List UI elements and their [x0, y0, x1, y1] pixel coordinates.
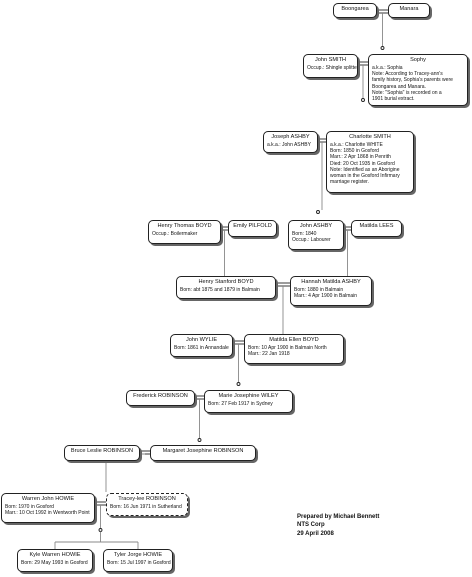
person-detail: Born: 27 Feb 1917 in Sydney [208, 401, 273, 407]
person-name: Tyler Jorge HOWIE [113, 552, 163, 558]
person-box-matilda-ellen-boyd[interactable]: Matilda Ellen BOYD Born: 10 Apr 1900 in … [244, 334, 344, 364]
person-name: Matilda LEES [359, 223, 394, 229]
person-name: Henry Stanford BOYD [198, 279, 254, 285]
person-detail: family history, Sophia's parents were [372, 77, 453, 84]
person-detail: Boongarea and Manara. [372, 83, 426, 90]
person-detail: Occup.: Labourer [292, 237, 331, 244]
person-box-kyle-warren-howie[interactable]: Kyle Warren HOWIE Born: 29 May 1993 in G… [17, 549, 93, 572]
descent-node [197, 438, 202, 442]
person-box-warren-john-howie[interactable]: Warren John HOWIE Born: 1970 in Gosford … [1, 493, 95, 523]
person-name: Charlotte SMITH [349, 134, 391, 140]
person-box-charlotte-smith[interactable]: Charlotte SMITH a.k.a.: Charlotte WHITE … [326, 131, 414, 193]
person-detail: Marr.: 2 Apr 1868 in Penrith [330, 154, 391, 161]
person-name: John SMITH [314, 57, 347, 63]
person-detail: Born: 10 Apr 1900 in Balmain North [248, 345, 327, 351]
person-detail: Marr.: 4 Apr 1900 in Balmain [294, 293, 358, 300]
person-name: Sophy [410, 57, 426, 63]
credit-author: Prepared by Michael Bennett [297, 514, 380, 520]
person-detail: Occup.: Boilermaker [152, 231, 198, 237]
prepared-by-credit: Prepared by Michael Bennett NTS Corp 29 … [297, 513, 379, 538]
person-name: Hannah Matilda ASHBY [301, 279, 361, 285]
person-box-manara[interactable]: Manara [388, 3, 430, 18]
person-detail: Born: 15 Jul 1997 in Gosford [107, 560, 171, 566]
descent-node [98, 528, 103, 532]
person-detail: a.k.a.: John ASHBY [267, 142, 311, 148]
person-box-joseph-ashby[interactable]: Joseph ASHBY a.k.a.: John ASHBY [263, 131, 318, 153]
person-detail: Occup.: Shingle splitter [307, 65, 358, 71]
person-box-margaret-josephine-robinson[interactable]: Margaret Josephine ROBINSON [150, 445, 256, 461]
person-detail: a.k.a.: Charlotte WHITE [330, 142, 383, 148]
person-name: Manara [399, 6, 419, 12]
person-box-john-ashby[interactable]: John ASHBY Born: 1840 Occup.: Labourer [288, 220, 344, 250]
person-detail: Note: Identified as an Aborigine [330, 166, 400, 173]
person-name: Emily PILFOLD [233, 223, 272, 229]
person-detail: Born: 1840 [292, 231, 317, 237]
person-detail: Born: 1850 in Gosford [330, 148, 379, 155]
person-box-henry-stanford-boyd[interactable]: Henry Stanford BOYD Born: abt 1875 and 1… [176, 276, 276, 299]
person-box-tyler-jorge-howie[interactable]: Tyler Jorge HOWIE Born: 15 Jul 1997 in G… [103, 549, 173, 572]
person-box-john-wylie[interactable]: John WYLIE Born: 1861 in Annandale [170, 334, 233, 357]
person-detail: Born: 1861 in Annandale [174, 345, 229, 351]
person-detail: Born: 29 May 1993 in Gosford [21, 560, 88, 566]
descent-node [316, 210, 320, 214]
person-box-frederick-robinson[interactable]: Frederick ROBINSON [126, 390, 195, 406]
person-name: Kyle Warren HOWIE [29, 552, 81, 558]
person-box-boongarea[interactable]: Boongarea [333, 3, 377, 18]
person-detail: Born: 1970 in Gosford [5, 504, 54, 510]
person-name: John WYLIE [185, 337, 218, 343]
person-name: Marie Josephine WILEY [218, 393, 279, 399]
person-detail: 1901 burial extract. [372, 96, 415, 103]
person-detail: Died: 20 Oct 1935 in Gosford [330, 160, 395, 167]
person-box-matilda-lees[interactable]: Matilda LEES [351, 220, 402, 237]
person-box-bruce-leslie-robinson[interactable]: Bruce Leslie ROBINSON [64, 445, 140, 461]
person-box-tracey-lee-robinson[interactable]: Tracey-lee ROBINSON Born: 16 Jun 1971 in… [106, 493, 188, 516]
person-name: Boongarea [341, 6, 369, 12]
person-name: Bruce Leslie ROBINSON [70, 448, 134, 454]
person-box-hannah-matilda-ashby[interactable]: Hannah Matilda ASHBY Born: 1880 in Balma… [290, 276, 372, 306]
person-name: Tracey-lee ROBINSON [118, 496, 176, 502]
person-box-emily-pilfold[interactable]: Emily PILFOLD [228, 220, 277, 237]
person-name: Margaret Josephine ROBINSON [162, 448, 244, 454]
person-detail: Born: 1880 in Balmain [294, 287, 344, 293]
person-box-henry-thomas-boyd[interactable]: Henry Thomas BOYD Occup.: Boilermaker [148, 220, 221, 244]
person-detail: Born: 16 Jun 1971 in Sutherland [110, 504, 182, 510]
person-detail: Note: "Sophia" is recorded on a [372, 89, 442, 96]
person-box-john-smith[interactable]: John SMITH Occup.: Shingle splitter [303, 54, 358, 78]
person-detail: a.k.a.: Sophia [372, 65, 403, 71]
person-detail: marriage register. [330, 179, 369, 186]
descent-node [361, 98, 365, 102]
person-detail: Born: abt 1875 and 1879 in Balmain [180, 287, 260, 293]
person-name: Joseph ASHBY [271, 134, 310, 140]
descent-node [236, 382, 241, 386]
person-detail: Marr.: 10 Oct 1992 in Wentworth Point [5, 510, 90, 517]
person-name: John ASHBY [299, 223, 333, 229]
person-name: Henry Thomas BOYD [157, 223, 212, 229]
credit-date: 29 April 2008 [297, 530, 334, 537]
person-box-marie-josephine-wiley[interactable]: Marie Josephine WILEY Born: 27 Feb 1917 … [204, 390, 293, 413]
person-detail: Note: According to Tracey-ann's [372, 71, 443, 78]
person-name: Frederick ROBINSON [133, 393, 188, 399]
person-name: Warren John HOWIE [21, 496, 75, 502]
descent-node [380, 46, 385, 50]
credit-organisation: NTS Corp [297, 522, 325, 529]
person-box-sophy[interactable]: Sophy a.k.a.: Sophia Note: According to … [368, 54, 468, 106]
person-detail: Marr.: 22 Jan 1918 [248, 351, 290, 358]
person-detail: woman in the Gosford Infirmary [330, 173, 400, 180]
person-name: Matilda Ellen BOYD [269, 337, 319, 343]
